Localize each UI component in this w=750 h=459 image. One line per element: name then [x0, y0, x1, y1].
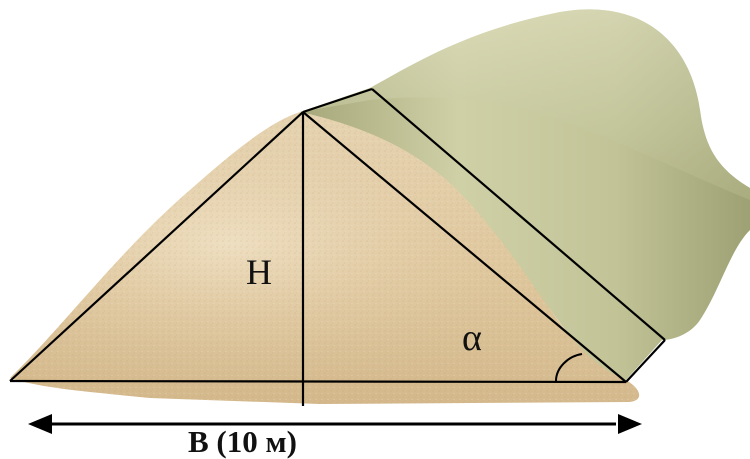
- prism-edges: [302, 87, 666, 383]
- height-label: H: [246, 252, 272, 292]
- cross-section-triangle: [9, 111, 627, 406]
- angle-label: α: [462, 317, 482, 359]
- slope-face-upper-edge: [371, 88, 666, 341]
- left-slope-line: [9, 111, 304, 382]
- sand-pile-texture: [10, 112, 640, 404]
- arrow-left-head: [28, 414, 52, 434]
- arrow-right-head: [618, 414, 642, 434]
- base-line: [9, 379, 627, 384]
- ridge-edge: [302, 87, 373, 114]
- angle-arc: [555, 353, 583, 382]
- slope-face-lower-edge: [625, 339, 666, 383]
- base-width-label: B (10 м): [188, 424, 297, 459]
- prism-top-surface: [300, 9, 750, 200]
- right-slope-line: [302, 111, 627, 383]
- width-dimension-arrow: [28, 414, 642, 434]
